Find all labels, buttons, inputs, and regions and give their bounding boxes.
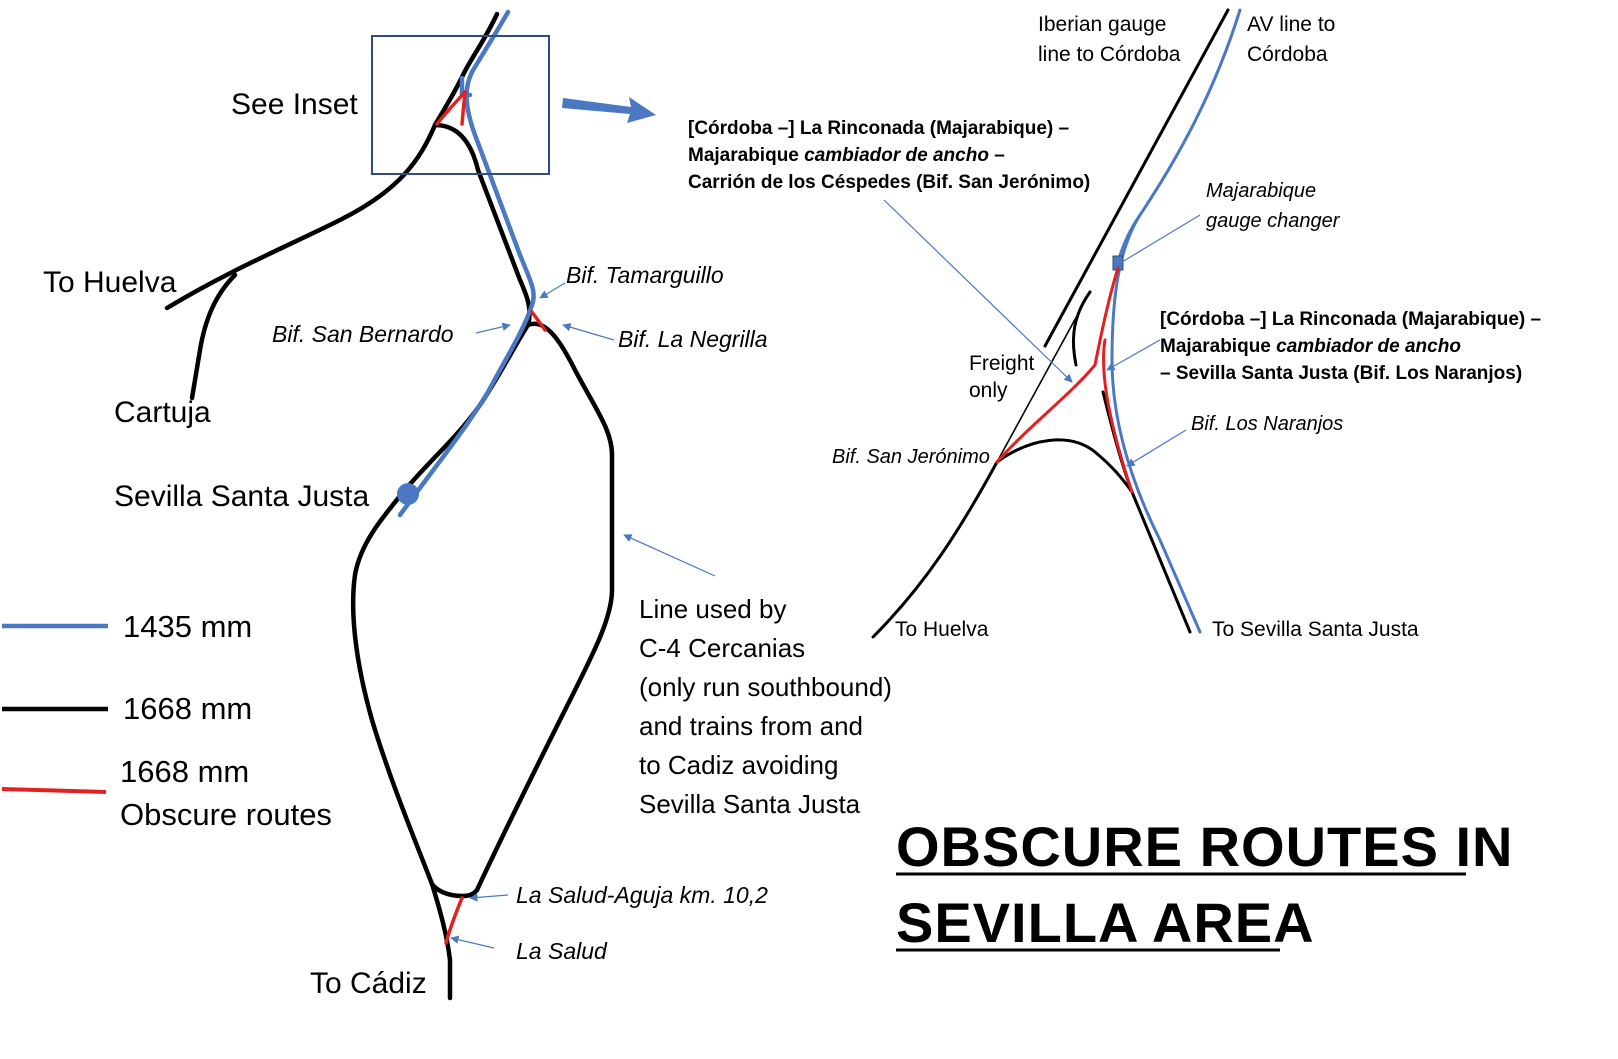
av-line-label: Córdoba [1247,43,1328,66]
route1-label: Carrión de los Céspedes (Bif. San Jeróni… [688,172,1090,193]
av-line-label: AV line to [1247,13,1335,36]
inset-track-to-santa-justa [1130,490,1192,634]
legend: 1435 mm 1668 mm 1668 mm Obscure routes [1,609,332,832]
pointer-gauge-changer [1121,214,1201,263]
route2-label: [Córdoba –] La Rinconada (Majarabique) – [1160,309,1541,330]
track-obscure-majarabique [435,90,467,126]
bif-los-naranjos-label: Bif. Los Naranjos [1191,413,1343,435]
c4-note-line: to Cadiz avoiding [639,750,838,780]
iberian-line-label: Iberian gauge [1038,13,1166,36]
pointer-c4-line [623,534,716,577]
inset-track-obscure-san-jeronimo [995,266,1120,464]
track-huelva [164,122,438,311]
inset-track-obscure-los-naranjos [1102,338,1134,494]
pointer-tamarguillo [539,282,566,299]
legend-swatch-obscure [1,787,107,794]
track-cadiz [429,881,453,1001]
inset-arrow [562,97,656,123]
santa-justa-label: Sevilla Santa Justa [114,480,369,513]
santa-justa-station-dot [397,483,419,505]
inset-track-loop-inner [1071,290,1092,367]
track-obscure-tamarguillo [530,310,547,332]
title-line: SEVILLA AREA [896,891,1315,954]
bif-san-jeronimo-label: Bif. San Jerónimo [832,446,990,468]
la-salud-label: La Salud [516,938,608,964]
c4-note-line: and trains from and [639,711,863,741]
pointer-san-bernardo [475,322,511,334]
iberian-line-label: line to Córdoba [1038,43,1181,66]
route2-label: Majarabique cambiador de ancho [1160,336,1461,357]
legend-label: 1435 mm [123,609,252,644]
to-cadiz-label: To Cádiz [310,967,427,1000]
to-huelva-label: To Huelva [43,266,177,299]
track-loop-west [350,322,531,899]
legend-label: 1668 mm [123,691,252,726]
pointer-la-salud-aguja [469,893,509,902]
legend-label: 1668 mm [120,754,249,789]
pointer-los-naranjos [1126,429,1187,467]
track-cartuja [189,272,238,401]
c4-note: Line used by C-4 Cercanias (only run sou… [639,594,892,819]
freight-only-label: Freight [969,352,1035,375]
pointer-route1 [883,199,1073,383]
la-salud-aguja-label: La Salud-Aguja km. 10,2 [516,882,768,908]
inset-to-santa-justa-label: To Sevilla Santa Justa [1212,618,1419,641]
cartuja-label: Cartuja [114,396,211,429]
inset-track-freight [996,291,1091,463]
legend-label: Obscure routes [120,797,332,832]
diagram-title: OBSCURE ROUTES IN SEVILLA AREA [896,815,1514,954]
see-inset-label: See Inset [231,88,358,121]
main-map-pointers [450,282,716,949]
c4-note-line: Sevilla Santa Justa [639,789,861,819]
c4-note-line: (only run southbound) [639,672,892,702]
bif-san-bernardo-label: Bif. San Bernardo [272,321,454,347]
c4-note-line: Line used by [639,594,786,624]
gauge-changer-label: gauge changer [1206,210,1341,232]
route1-label: Majarabique cambiador de ancho – [688,145,1005,166]
c4-note-line: C-4 Cercanias [639,633,805,663]
track-standard-av [397,9,536,518]
main-map-labels: See Inset To Huelva Cartuja Sevilla Sant… [43,88,892,1000]
track-iberian-north [432,11,532,328]
gauge-changer-label: Majarabique [1206,180,1316,202]
pointer-la-negrilla [562,323,615,341]
inset-labels: Iberian gauge line to Córdoba AV line to… [688,13,1541,641]
pointer-la-salud [450,935,495,949]
route2-label: – Sevilla Santa Justa (Bif. Los Naranjos… [1160,363,1522,384]
track-obscure-la-salud [444,896,464,945]
freight-only-label: only [969,379,1008,402]
inset-frame [371,35,550,175]
track-loop-east [474,321,615,893]
route1-label: [Córdoba –] La Rinconada (Majarabique) – [688,118,1069,139]
title-line: OBSCURE ROUTES IN [896,815,1514,878]
inset-pointers [883,199,1201,467]
inset-track-junction-curve [995,438,1134,494]
bif-tamarguillo-label: Bif. Tamarguillo [566,262,724,288]
inset-track-to-huelva [871,460,999,639]
main-map-tracks [164,9,615,1001]
pointer-route2 [1106,339,1161,371]
inset-track-iberian [1043,8,1230,348]
inset-to-huelva-label: To Huelva [895,618,989,641]
bif-la-negrilla-label: Bif. La Negrilla [618,326,768,352]
